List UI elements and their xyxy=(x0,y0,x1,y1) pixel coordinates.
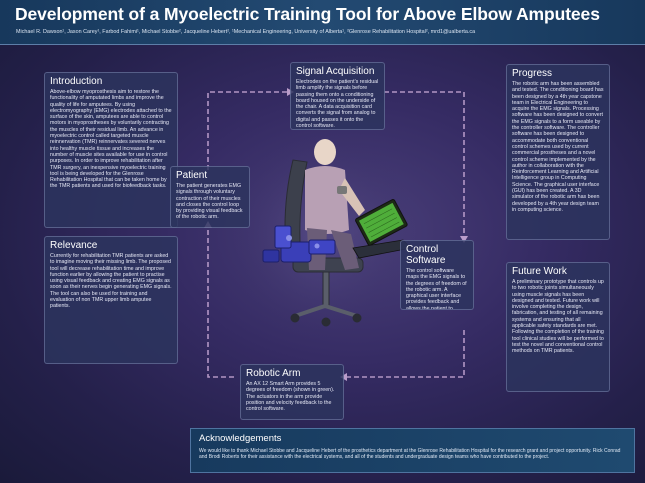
progress-text: The robotic arm has been assembled and t… xyxy=(512,81,604,213)
relevance-panel: Relevance Currently for rehabilitation T… xyxy=(44,236,178,364)
signal-acquisition-heading: Signal Acquisition xyxy=(296,66,375,77)
patient-text: The patient generates EMG signals throug… xyxy=(176,183,243,221)
robotic-arm xyxy=(262,225,336,263)
acknowledgements-heading: Acknowledgements xyxy=(199,433,282,444)
loop-line-bottom-left xyxy=(207,228,234,378)
relevance-text: Currently for rehabilitation TMR patient… xyxy=(50,253,172,310)
control-software-heading: Control Software xyxy=(406,244,446,266)
control-software-text: The control software maps the EMG signal… xyxy=(406,268,467,310)
poster-title: Development of a Myoelectric Training To… xyxy=(15,4,600,24)
robotic-arm-panel: Robotic Arm An AX 12 Smart Arm provides … xyxy=(240,364,344,420)
loop-line-top-right xyxy=(384,91,465,236)
acknowledgements-text: We would like to thank Michael Stobbe an… xyxy=(199,448,621,461)
introduction-text: Above-elbow myoprosthesis aim to restore… xyxy=(50,89,172,190)
future-work-panel: Future Work A preliminary prototype that… xyxy=(506,262,610,392)
patient-illustration xyxy=(235,130,415,340)
progress-heading: Progress xyxy=(512,68,553,79)
relevance-heading: Relevance xyxy=(50,240,98,251)
robotic-arm-text: An AX 12 Smart Arm provides 5 degrees of… xyxy=(246,381,335,413)
signal-acquisition-panel: Signal Acquisition Electrodes on the pat… xyxy=(290,62,385,130)
loop-arrow-right xyxy=(460,236,468,243)
future-work-text: A preliminary prototype that controls up… xyxy=(512,279,604,355)
patient-panel: Patient The patient generates EMG signal… xyxy=(170,166,250,228)
laptop xyxy=(355,199,408,246)
author-line: Michael R. Dawson¹, Jason Carey¹, Farbod… xyxy=(16,29,476,35)
progress-panel: Progress The robotic arm has been assemb… xyxy=(506,64,610,240)
loop-line-bottom-right xyxy=(347,330,465,378)
acknowledgements-panel: Acknowledgements We would like to thank … xyxy=(190,428,635,473)
robotic-arm-heading: Robotic Arm xyxy=(246,368,301,379)
control-software-panel: Control Software The control software ma… xyxy=(400,240,474,310)
future-work-heading: Future Work xyxy=(512,266,567,277)
patient-figure xyxy=(305,139,365,270)
introduction-heading: Introduction xyxy=(50,76,103,87)
poster-header: Development of a Myoelectric Training To… xyxy=(0,0,645,45)
introduction-panel: Introduction Above-elbow myoprosthesis a… xyxy=(44,72,178,228)
patient-heading: Patient xyxy=(176,170,208,181)
loop-line-top-left xyxy=(207,91,287,170)
signal-acquisition-text: Electrodes on the patient's residual lim… xyxy=(296,79,379,130)
